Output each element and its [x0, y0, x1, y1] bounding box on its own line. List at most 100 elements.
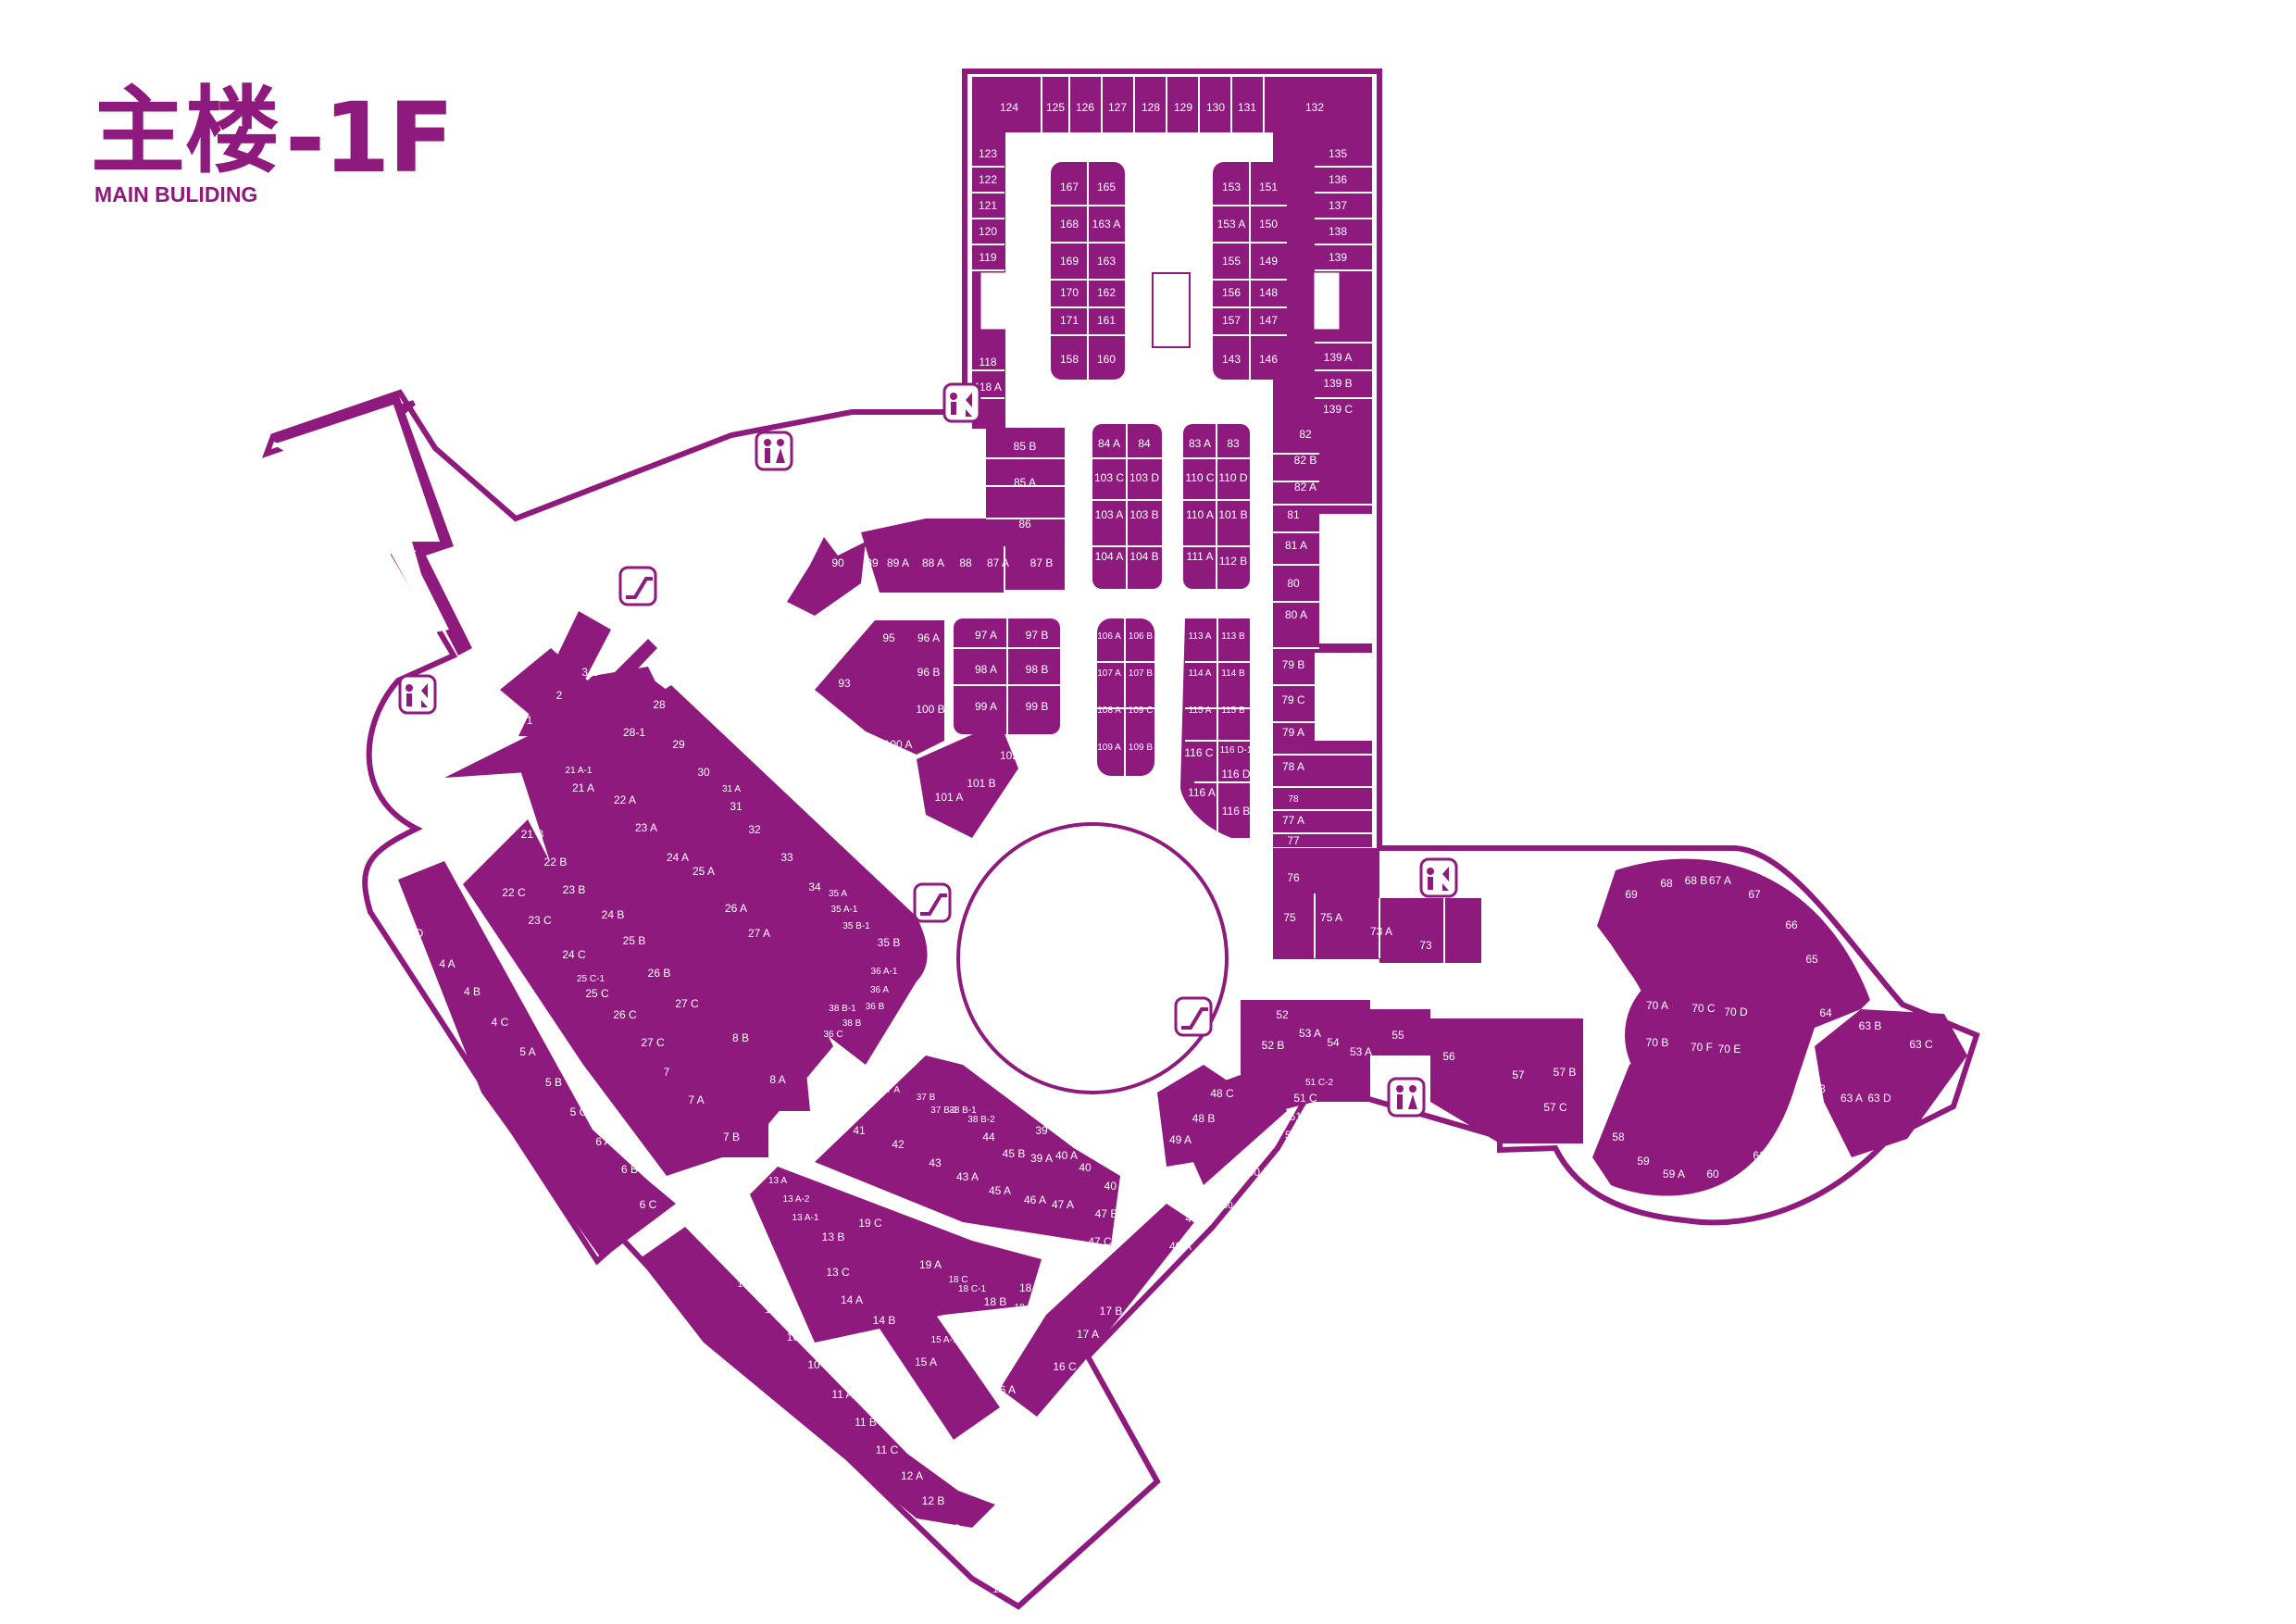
shop-13-c: 13 C	[826, 1266, 850, 1279]
shop-168: 168	[1060, 218, 1079, 231]
shop-46-a: 46 A	[1024, 1193, 1046, 1206]
shop-119: 119	[979, 251, 996, 264]
shop-78-a: 78 A	[1282, 760, 1304, 773]
shop-84-a: 84 A	[1098, 437, 1120, 450]
shop-160: 160	[1097, 353, 1116, 366]
shop-5-a: 5 A	[519, 1045, 535, 1058]
shop-18-c-1: 18 C-1	[958, 1284, 986, 1294]
shop-62: 62	[1794, 1117, 1807, 1130]
shop-45-b: 45 B	[1003, 1147, 1026, 1160]
shop-12-b: 12 B	[922, 1494, 945, 1507]
shop-28: 28	[653, 698, 666, 711]
shop-35-a-1: 35 A-1	[831, 905, 858, 915]
elevator-icon	[1419, 857, 1458, 898]
shop-6-b: 6 B	[621, 1163, 638, 1176]
shop-115-a: 115 A	[1189, 706, 1212, 716]
shop-68-b: 68 B	[1685, 874, 1708, 887]
shop-35-b-1: 35 B-1	[842, 921, 870, 931]
shop-81-a: 81 A	[1285, 539, 1307, 552]
shop-115-b: 115 B	[1221, 706, 1245, 716]
shop-56: 56	[1442, 1050, 1455, 1063]
shop-136: 136	[1329, 173, 1347, 186]
shop-171: 171	[1060, 314, 1079, 327]
shop-143: 143	[1222, 353, 1241, 366]
shop-68: 68	[1660, 877, 1673, 890]
shop-40-c: 40 C	[1104, 1152, 1128, 1165]
shop-169: 169	[1060, 255, 1079, 268]
shop-52: 52	[1276, 1008, 1289, 1021]
shop-149: 149	[1259, 255, 1278, 268]
shop-70-c: 70 C	[1691, 1002, 1716, 1015]
shop-50-a-1: 50 A-1	[1223, 1201, 1250, 1211]
shop-138: 138	[1329, 225, 1347, 238]
title-chinese: 主楼	[91, 77, 280, 187]
shop-123: 123	[979, 147, 997, 160]
shop-124: 124	[1000, 101, 1018, 114]
east-circular	[1592, 858, 1967, 1196]
shop-89: 89	[866, 556, 879, 569]
shop-125: 125	[1046, 101, 1065, 114]
shop-17-b: 17 B	[1100, 1305, 1123, 1318]
shop-7: 7	[664, 1066, 670, 1079]
shop-88-a: 88 A	[922, 556, 944, 569]
shop-108-a: 108 A	[1097, 706, 1121, 716]
shop-24-a: 24 A	[667, 851, 689, 864]
shop-13-a-2: 13 A-2	[783, 1194, 810, 1205]
shop-47-b: 47 B	[1095, 1207, 1118, 1220]
shop-109-c: 109 C	[1129, 706, 1154, 716]
shop-80: 80	[1287, 577, 1300, 590]
shop-37-a: 37 A	[881, 1085, 900, 1095]
escalator-icon	[618, 566, 657, 606]
shop-116-c: 116 C	[1184, 746, 1213, 759]
shop-3-d: 3 D	[406, 927, 424, 940]
shop-6-c: 6 C	[640, 1198, 657, 1211]
shop-9-a: 9 A	[695, 1217, 711, 1230]
shop-156: 156	[1222, 286, 1241, 299]
shop-5-b: 5 B	[545, 1076, 562, 1089]
shop-139: 139	[1329, 251, 1347, 264]
shop-55: 55	[1391, 1029, 1404, 1042]
shop-90: 90	[831, 556, 844, 569]
shop-27-c: 27 C	[641, 1036, 665, 1049]
shop-15-b: 15 B	[961, 1328, 984, 1341]
shop-63-d: 63 D	[1867, 1092, 1891, 1105]
shop-14-a: 14 A	[841, 1293, 863, 1306]
shop-107-a: 107 A	[1097, 668, 1121, 679]
shop-113-a: 113 A	[1189, 631, 1212, 642]
shop-51-b: 51 B	[1290, 1110, 1313, 1123]
shop-112-b: 112 B	[1219, 555, 1247, 568]
shop-32: 32	[748, 823, 761, 836]
shop-89-a: 89 A	[887, 556, 909, 569]
shop-91-1: 91-1	[727, 568, 745, 579]
shop-80-a: 80 A	[1285, 608, 1307, 621]
shop-116-d-1: 116 D-1	[1220, 745, 1253, 756]
shop-11-b: 11 B	[855, 1416, 877, 1429]
shop-110-c: 110 C	[1185, 471, 1214, 484]
escalator-icon	[913, 882, 952, 923]
shop-73-a: 73 A	[1370, 925, 1392, 938]
shop-101-b-lower: 101 B	[967, 777, 995, 790]
shop-151: 151	[1259, 181, 1278, 194]
shop-155: 155	[1222, 255, 1241, 268]
shop-157: 157	[1222, 314, 1241, 327]
shop-59: 59	[1637, 1155, 1650, 1168]
shop-114-a: 114 A	[1189, 668, 1212, 679]
shop-98-b: 98 B	[1026, 663, 1049, 676]
shop-69: 69	[1625, 888, 1638, 901]
shop-87-a: 87 A	[987, 556, 1009, 569]
shop-118: 118	[979, 356, 996, 369]
shop-45-a: 45 A	[989, 1184, 1011, 1197]
shop-2: 2	[556, 689, 563, 702]
shop-122: 122	[979, 173, 997, 186]
shop-85-b: 85 B	[1014, 440, 1037, 453]
shop-25-b: 25 B	[623, 934, 646, 947]
shop-3: 3	[616, 641, 622, 654]
shop-91: 91	[748, 582, 761, 595]
shop-42: 42	[892, 1138, 905, 1151]
shop-15-a: 15 A	[915, 1355, 937, 1368]
shop-77: 77	[1287, 834, 1300, 847]
elevator-icon	[942, 382, 981, 423]
shop-99-b: 99 B	[1026, 700, 1049, 713]
shop-36-a-1: 36 A-1	[871, 967, 898, 977]
